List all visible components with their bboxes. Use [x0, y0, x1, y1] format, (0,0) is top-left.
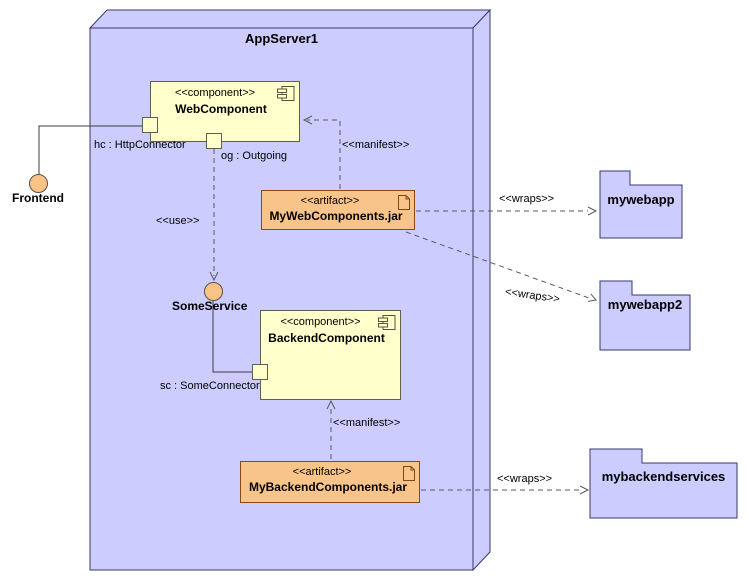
- manifest-web-edge-label: <<manifest>>: [342, 139, 410, 151]
- node-title: AppServer1: [245, 31, 318, 46]
- arrowhead: [588, 293, 597, 302]
- artifact-file-icon: [398, 195, 410, 210]
- edge-frontend-to-hc-port[interactable]: [38, 125, 142, 174]
- component-name: WebComponent: [175, 102, 267, 116]
- edge-wraps-mybackendservices[interactable]: [421, 485, 590, 495]
- package-mybackendservices[interactable]: [589, 448, 738, 519]
- artifact-name: MyBackendComponents.jar: [248, 480, 408, 494]
- artifact-mybackendcomponents-jar[interactable]: <<artifact>> MyBackendComponents.jar: [240, 461, 420, 503]
- edge-manifest-web[interactable]: [302, 115, 341, 189]
- package-mywebapp[interactable]: [599, 170, 683, 239]
- interface-frontend-label: Frontend: [12, 191, 64, 205]
- arrowhead: [579, 485, 590, 495]
- component-icon: [378, 315, 396, 330]
- stereotype-label: <<artifact>>: [300, 195, 360, 207]
- port-og-label: og : Outgoing: [221, 150, 288, 162]
- port-og[interactable]: [206, 133, 222, 149]
- artifact-file-icon: [403, 466, 415, 481]
- edge-manifest-backend[interactable]: [326, 399, 336, 459]
- use-edge-label: <<use>>: [156, 215, 200, 227]
- interface-ball-frontend[interactable]: [29, 174, 48, 193]
- interface-someservice-label: SomeService: [172, 299, 248, 313]
- component-webcomponent[interactable]: <<component>> WebComponent: [150, 81, 300, 142]
- stereotype-label: <<component>>: [280, 316, 361, 328]
- stereotype-label: <<component>>: [174, 87, 256, 99]
- port-hc-label: hc : HttpConnector: [94, 139, 186, 151]
- arrowhead: [587, 206, 598, 216]
- port-hc[interactable]: [142, 117, 158, 133]
- stereotype-label: <<artifact>>: [292, 466, 352, 478]
- component-backendcomponent[interactable]: <<component>> BackendComponent: [260, 310, 401, 400]
- port-sc[interactable]: [252, 364, 268, 380]
- edge-use[interactable]: [209, 149, 219, 282]
- package-mywebapp2[interactable]: [599, 280, 691, 351]
- artifact-name: MyWebComponents.jar: [269, 209, 403, 223]
- interface-ball-someservice[interactable]: [204, 282, 223, 301]
- node-side-face[interactable]: [472, 8, 491, 572]
- port-sc-label: sc : SomeConnector: [160, 380, 260, 392]
- edge-wraps-mywebapp2[interactable]: [405, 231, 597, 302]
- edge-wraps-mywebapp[interactable]: [416, 206, 598, 216]
- wraps-mywebapp-edge-label: <<wraps>>: [499, 193, 555, 205]
- package-mywebapp-label: mywebapp: [607, 192, 675, 207]
- package-mywebapp2-label: mywebapp2: [607, 297, 683, 312]
- manifest-backend-edge-label: <<manifest>>: [333, 417, 401, 429]
- component-icon: [277, 86, 295, 101]
- artifact-mywebcomponents-jar[interactable]: <<artifact>> MyWebComponents.jar: [261, 190, 415, 230]
- arrowhead: [326, 399, 336, 410]
- wraps-mybackendservices-edge-label: <<wraps>>: [497, 473, 553, 485]
- package-mybackendservices-label: mybackendservices: [601, 469, 726, 484]
- edge-someservice-to-sc-port[interactable]: [212, 301, 252, 373]
- arrowhead: [209, 271, 219, 282]
- arrowhead: [302, 115, 313, 125]
- component-name: BackendComponent: [268, 331, 385, 345]
- node-top-face[interactable]: [88, 9, 492, 29]
